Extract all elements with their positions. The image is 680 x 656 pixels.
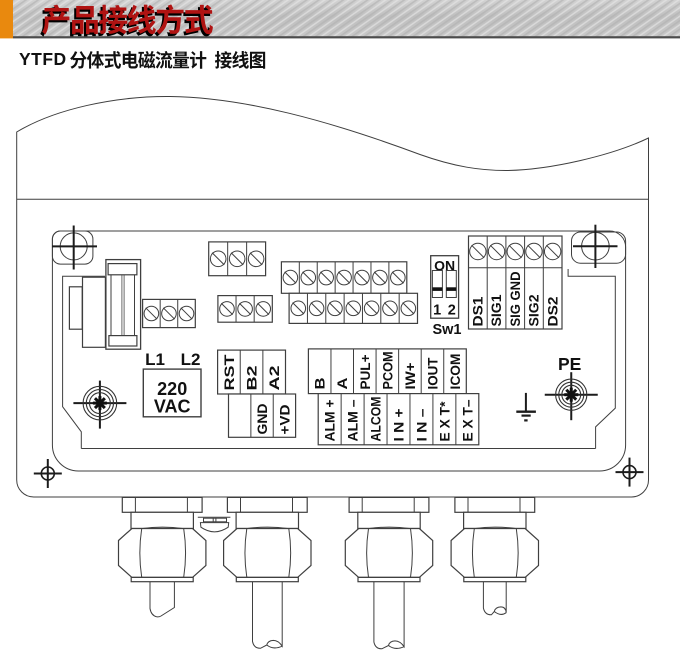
svg-text:220: 220 — [157, 379, 187, 399]
svg-text:E X T–: E X T– — [459, 399, 475, 441]
svg-text:ON: ON — [434, 258, 455, 274]
svg-text:PE: PE — [558, 354, 581, 374]
svg-text:L1: L1 — [145, 350, 165, 369]
svg-text:ALM +: ALM + — [322, 400, 338, 442]
svg-text:GND: GND — [254, 404, 270, 435]
svg-text:Sw1: Sw1 — [432, 322, 461, 338]
svg-text:VAC: VAC — [154, 397, 191, 417]
svg-text:I N +: I N + — [391, 409, 407, 442]
svg-text:A2: A2 — [266, 365, 282, 390]
svg-text:DS1: DS1 — [470, 296, 486, 326]
svg-text:I N –: I N – — [413, 408, 429, 441]
svg-text:DS2: DS2 — [544, 296, 560, 326]
svg-text:1: 1 — [433, 303, 441, 319]
svg-text:ICOM: ICOM — [447, 354, 463, 390]
svg-text:IW+: IW+ — [402, 363, 418, 390]
svg-text:E X T*: E X T* — [436, 401, 452, 442]
svg-text:YTFD: YTFD — [19, 49, 67, 69]
svg-text:PCOM: PCOM — [379, 352, 395, 390]
svg-text:L2: L2 — [181, 350, 201, 369]
svg-text:+VD: +VD — [276, 405, 292, 435]
svg-text:A: A — [334, 378, 350, 390]
svg-text:SIG1: SIG1 — [488, 294, 504, 326]
svg-text:PUL+: PUL+ — [357, 355, 373, 390]
svg-text:B2: B2 — [244, 365, 260, 390]
svg-text:2: 2 — [448, 303, 456, 319]
svg-text:IOUT: IOUT — [425, 357, 441, 389]
svg-text:ALCOM: ALCOM — [368, 397, 384, 442]
svg-text:B: B — [312, 378, 328, 390]
svg-text:RST: RST — [221, 354, 237, 391]
svg-text:ALM –: ALM – — [345, 399, 361, 441]
svg-text:SIG2: SIG2 — [526, 294, 542, 326]
svg-text:SIG GND: SIG GND — [507, 272, 523, 327]
